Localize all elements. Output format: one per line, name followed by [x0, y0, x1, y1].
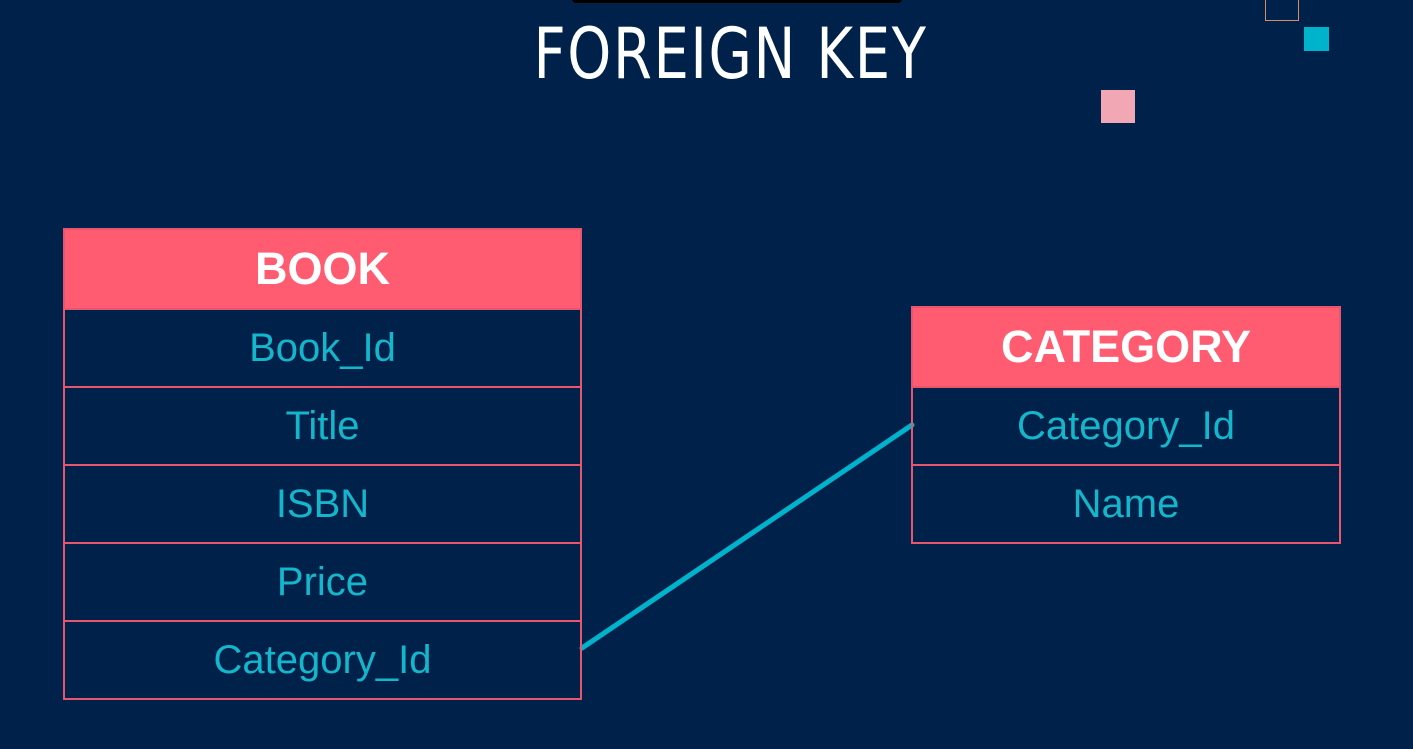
top-tab-decoration: [572, 0, 902, 3]
decorative-pink-square: [1101, 90, 1135, 123]
decorative-cyan-square: [1304, 27, 1329, 51]
decorative-outline-square: [1265, 0, 1299, 21]
category-table-header: CATEGORY: [913, 308, 1339, 386]
foreign-key-line: [579, 422, 915, 651]
category-field-name: Name: [913, 464, 1339, 542]
category-table: CATEGORY Category_Id Name: [911, 306, 1341, 544]
book-field-book-id: Book_Id: [65, 308, 580, 386]
book-field-category-id: Category_Id: [65, 620, 580, 698]
book-field-price: Price: [65, 542, 580, 620]
category-field-category-id: Category_Id: [913, 386, 1339, 464]
book-table: BOOK Book_Id Title ISBN Price Category_I…: [63, 228, 582, 700]
book-table-header: BOOK: [65, 230, 580, 308]
slide-title: FOREIGN KEY: [533, 13, 928, 95]
book-field-title: Title: [65, 386, 580, 464]
book-field-isbn: ISBN: [65, 464, 580, 542]
